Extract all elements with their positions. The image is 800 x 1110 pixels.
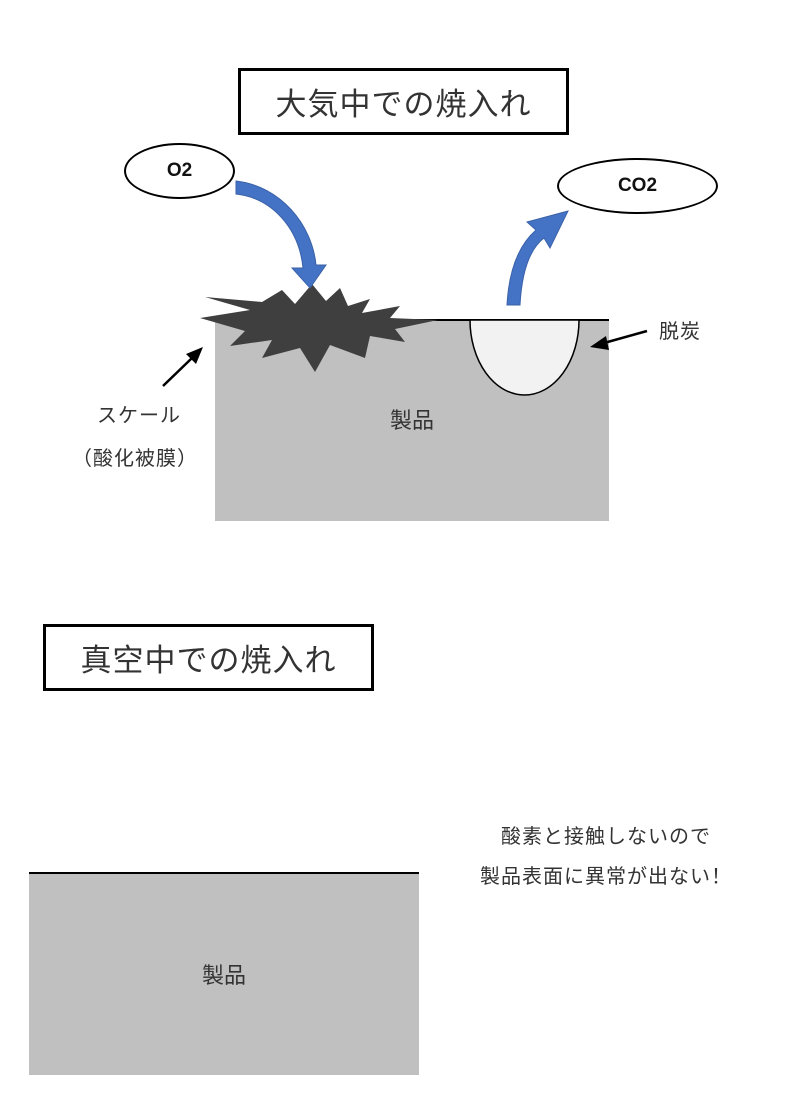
scale-pointer-line bbox=[162, 357, 193, 387]
scale-oxide-burst bbox=[200, 284, 438, 372]
scale-label-line1: スケール bbox=[97, 403, 181, 427]
decarburization-pointer-head bbox=[590, 336, 609, 350]
scale-label-line2: （酸化被膜） bbox=[72, 446, 198, 470]
vacuum-product-label: 製品 bbox=[201, 963, 246, 989]
vacuum-product-block: 製品 bbox=[29, 874, 419, 1075]
co2-outflow-arrow bbox=[506, 210, 569, 306]
o2-ellipse: O2 bbox=[124, 143, 235, 199]
vacuum-quenching-title: 真空中での焼入れ bbox=[43, 624, 374, 691]
decarburization-pointer-line bbox=[603, 329, 648, 345]
scale-pointer-head bbox=[186, 347, 203, 364]
vacuum-note-line2: 製品表面に異常が出ない！ bbox=[480, 864, 732, 888]
air-product-label: 製品 bbox=[389, 409, 434, 434]
vacuum-note-line1: 酸素と接触しないので bbox=[501, 824, 711, 848]
co2-label: CO2 bbox=[617, 175, 658, 196]
decarburization-label: 脱炭 bbox=[659, 319, 701, 343]
air-quenching-title: 大気中での焼入れ bbox=[238, 68, 569, 135]
co2-ellipse: CO2 bbox=[557, 158, 718, 214]
decarburization-area bbox=[469, 319, 580, 396]
o2-inflow-arrow bbox=[235, 180, 327, 289]
o2-label: O2 bbox=[166, 160, 193, 181]
